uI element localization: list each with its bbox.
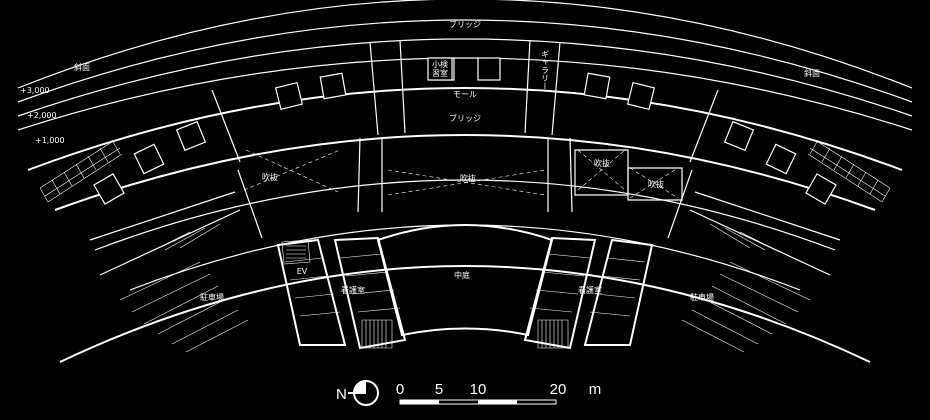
ramp-grid-right (807, 139, 891, 203)
scale-tick-0: 0 (396, 381, 404, 398)
north-arrow: N (336, 380, 379, 406)
upper-openings (93, 57, 837, 205)
outer-arcs (17, 0, 913, 363)
label-gallery: ギャラリー (541, 50, 550, 90)
label-bridge-mid: ブリッジ (449, 113, 481, 123)
level-mark-3000: +3,000 (20, 86, 50, 95)
atrium-crosses (243, 149, 683, 201)
room-block-right (523, 236, 654, 350)
label-atrium-right-lower: 吹抜 (648, 179, 664, 189)
level-mark-1000: +1,000 (35, 136, 65, 145)
radial-walls (89, 39, 841, 276)
small-hall-box (427, 57, 453, 81)
room-block-left (276, 236, 407, 350)
scale-tick-10: 10 (470, 381, 487, 398)
scale-tick-20: 20 (550, 381, 567, 398)
north-label: N (336, 386, 347, 403)
parking-left-stalls (119, 223, 249, 353)
label-slope-left: 斜面 (74, 62, 90, 72)
label-parking-right: 駐車場 (690, 292, 714, 302)
label-slope-right: 斜面 (804, 68, 820, 78)
label-atrium-right-upper: 吹抜 (594, 158, 610, 168)
ramp-grid-left (39, 139, 123, 203)
label-nurses-right: 看護室 (578, 285, 602, 295)
label-small-hall-2: 習室 (432, 68, 448, 78)
level-mark-2000: +2,000 (27, 111, 57, 120)
courtyard-outline (376, 224, 554, 337)
label-mall: モール (453, 90, 477, 99)
scale-unit: m (589, 381, 602, 398)
label-nurses-left: 看護室 (341, 285, 365, 295)
label-parking-left: 駐車場 (200, 292, 224, 302)
label-courtyard: 中庭 (454, 270, 470, 280)
scale-bar: 0 5 10 20 m (396, 381, 602, 405)
label-bridge-top: ブリッジ (449, 19, 481, 29)
label-ev: EV (297, 267, 308, 276)
parking-right-stalls (681, 223, 811, 353)
label-small-hall-1: 小検 (432, 59, 448, 69)
label-atrium-center: 吹抜 (460, 173, 476, 183)
scale-tick-5: 5 (435, 381, 443, 398)
label-atrium-left: 吹抜 (262, 172, 278, 182)
